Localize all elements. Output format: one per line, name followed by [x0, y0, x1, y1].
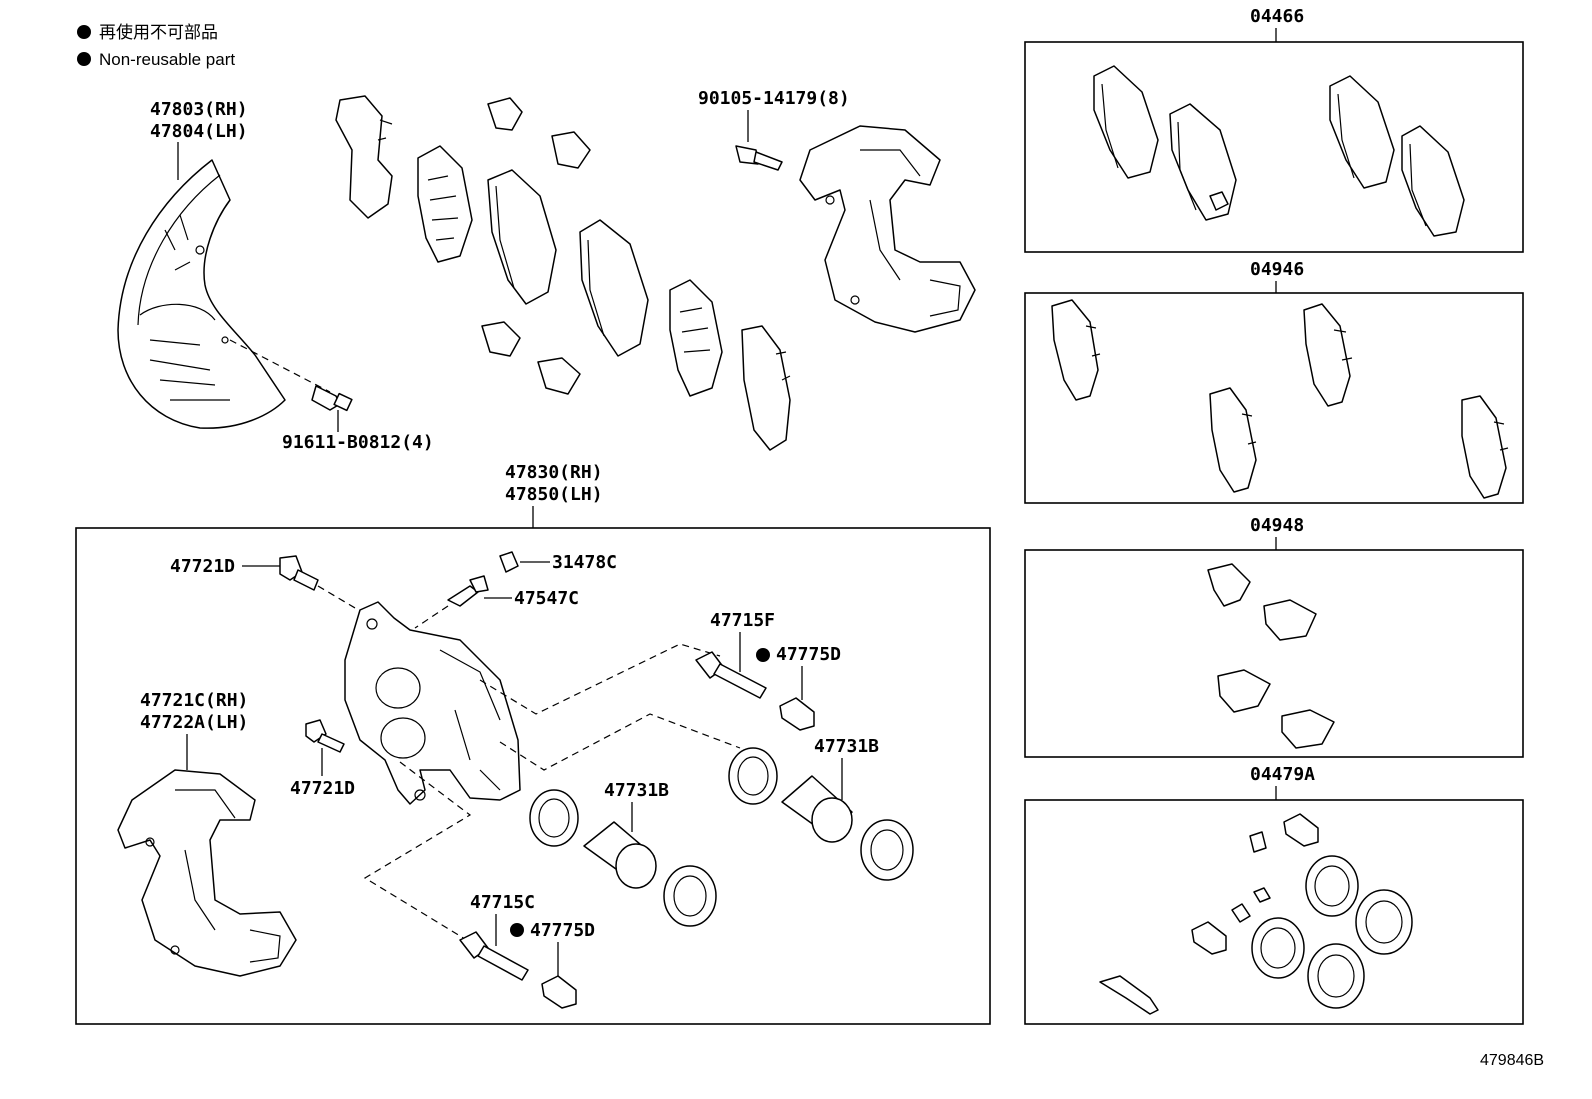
pad-support-plate-top[interactable]	[487, 97, 591, 169]
bleeder-plug-label: 47547C	[514, 588, 579, 609]
caliper-assembly-box	[75, 527, 991, 1025]
piston-center-part[interactable]	[529, 789, 717, 927]
slide-bolt-top-label: 47721D	[170, 556, 235, 577]
boot-bottom-label: 47775D	[530, 920, 595, 941]
legend: 再使用不可部品 Non-reusable part	[77, 22, 235, 69]
anti-squeal-shim-inner[interactable]	[741, 325, 791, 451]
kit-code-04946: 04946	[1250, 259, 1304, 280]
kit-04946-shims	[1051, 299, 1509, 499]
legend-japanese: 再使用不可部品	[99, 22, 218, 42]
mount-bolt-label: 90105-14179(8)	[698, 88, 850, 109]
brake-pad-inner-1[interactable]	[579, 219, 649, 357]
dashed-guide	[479, 643, 721, 715]
piston-center-label: 47731B	[604, 780, 669, 801]
dashed-guide	[229, 339, 331, 393]
bleeder-cap-part[interactable]	[499, 551, 519, 573]
slide-pin-c-part[interactable]	[459, 931, 529, 981]
kit-04466-pads	[1093, 65, 1465, 237]
dust-cover-part[interactable]	[117, 159, 286, 429]
kit-04948-clips	[1207, 563, 1335, 749]
cover-bolt-label: 91611-B0812(4)	[282, 432, 434, 453]
figure-reference: 479846B	[1480, 1052, 1544, 1069]
pin-f-label: 47715F	[710, 610, 775, 631]
anti-squeal-shim-plate-2[interactable]	[669, 279, 723, 397]
dust-cover-rh-label: 47803(RH)	[150, 99, 248, 120]
boot-top-label: 47775D	[776, 644, 841, 665]
mounting-rh-label: 47721C(RH)	[140, 690, 248, 711]
kit-box-04466[interactable]	[1024, 41, 1524, 253]
caliper-rh-label: 47830(RH)	[505, 462, 603, 483]
piston-right-label: 47731B	[814, 736, 879, 757]
dust-cover-lh-label: 47804(LH)	[150, 121, 248, 142]
kit-box-04479A[interactable]	[1024, 799, 1524, 1025]
caliper-lh-label: 47850(LH)	[505, 484, 603, 505]
pin-c-label: 47715C	[470, 892, 535, 913]
non-reusable-dot-icon	[77, 25, 91, 39]
dashed-guide	[414, 605, 449, 629]
caliper-mounting-bracket-lower[interactable]	[117, 769, 297, 977]
slide-pin-f-part[interactable]	[695, 651, 767, 699]
pad-support-plate-bottom[interactable]	[481, 321, 581, 395]
mount-bolt-part[interactable]	[735, 145, 783, 171]
mounting-lh-label: 47722A(LH)	[140, 712, 248, 733]
caliper-mounting-bracket-upper[interactable]	[799, 125, 976, 333]
slide-bolt-bottom-label: 47721D	[290, 778, 355, 799]
dashed-guide	[499, 713, 741, 771]
bushing-dust-boot-bottom-part[interactable]	[541, 975, 577, 1009]
slide-bolt-top-part[interactable]	[279, 555, 319, 591]
non-reusable-dot-icon	[77, 52, 91, 66]
caliper-body-part[interactable]	[344, 601, 521, 805]
dashed-guide	[363, 761, 472, 943]
kit-code-04948: 04948	[1250, 515, 1304, 536]
anti-squeal-shim-plate[interactable]	[417, 145, 473, 263]
kit-code-04479A: 04479A	[1250, 764, 1315, 785]
bushing-dust-boot-top-part[interactable]	[779, 697, 815, 731]
brake-pad-outer-1[interactable]	[487, 169, 557, 305]
bleeder-plug-part[interactable]	[447, 575, 489, 607]
cover-bolt-part[interactable]	[311, 385, 353, 412]
kit-box-04946[interactable]	[1024, 292, 1524, 504]
kit-code-04466: 04466	[1250, 6, 1304, 27]
non-reusable-dot-icon	[510, 923, 524, 937]
legend-english: Non-reusable part	[99, 50, 235, 69]
bleeder-cap-label: 31478C	[552, 552, 617, 573]
non-reusable-dot-icon	[756, 648, 770, 662]
slide-bolt-bottom-part[interactable]	[305, 719, 345, 753]
piston-right-part[interactable]	[728, 747, 914, 881]
anti-squeal-shim-outer[interactable]	[335, 95, 393, 219]
kit-04479A-seals	[1099, 813, 1413, 1015]
kit-box-04948[interactable]	[1024, 549, 1524, 758]
